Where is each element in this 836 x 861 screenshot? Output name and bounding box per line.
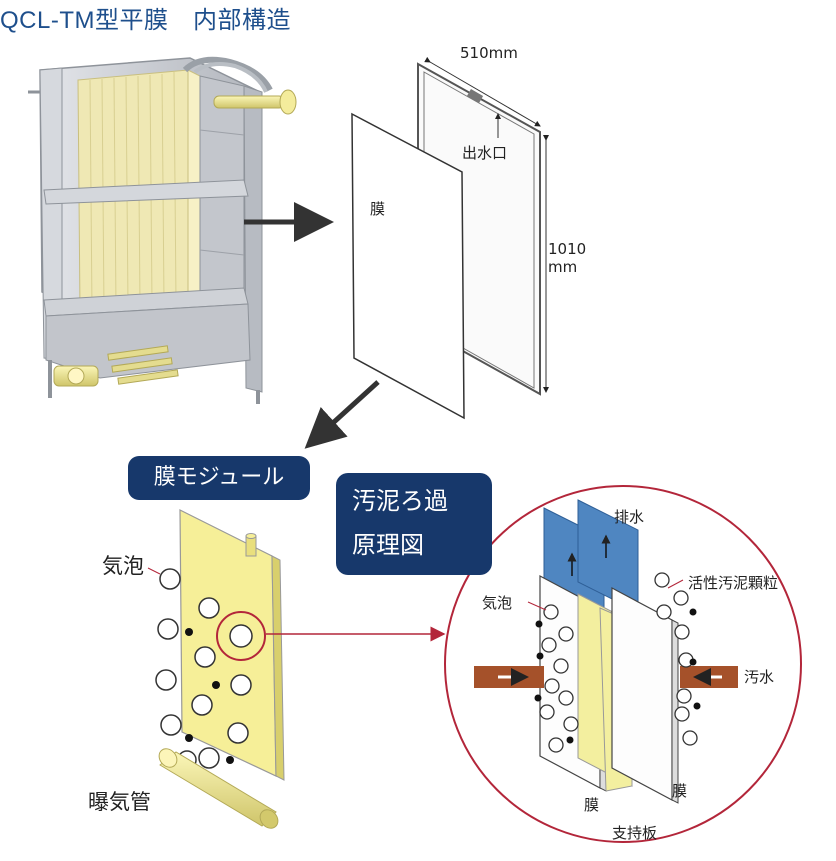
width-dimension-label: 510mm bbox=[460, 44, 518, 62]
membrane-unit-tank bbox=[28, 56, 297, 404]
principle-bubble-label: 気泡 bbox=[482, 594, 513, 612]
height-dimension-label: 1010 bbox=[548, 240, 587, 258]
module-badge: 膜モジュール bbox=[128, 456, 310, 500]
outlet-label: 出水口 bbox=[462, 144, 508, 162]
page-title: QCL-TM型平膜 内部構造 bbox=[0, 7, 291, 34]
arrow-to-module bbox=[304, 380, 380, 449]
principle-badge-line2: 原理図 bbox=[352, 531, 424, 559]
right-membrane-label: 膜 bbox=[672, 782, 688, 800]
bubbles bbox=[155, 568, 253, 770]
principle-badge: 汚泥ろ過 原理図 bbox=[336, 473, 492, 575]
sludge-granule-label: 活性汚泥顆粒 bbox=[688, 574, 779, 592]
height-dimension-unit: mm bbox=[548, 258, 578, 276]
principle-badge-line1: 汚泥ろ過 bbox=[352, 487, 448, 515]
sludge-particles bbox=[185, 628, 234, 764]
membrane-module-illustration bbox=[147, 509, 285, 829]
module-bubble-label: 気泡 bbox=[102, 554, 144, 578]
exploded-membrane-view bbox=[351, 56, 549, 420]
wastewater-label: 汚水 bbox=[744, 668, 775, 686]
filtration-principle-diagram bbox=[444, 485, 802, 843]
drain-label: 排水 bbox=[614, 508, 645, 526]
membrane-sheet-label: 膜 bbox=[370, 200, 386, 218]
aeration-pipe-label: 曝気管 bbox=[88, 790, 151, 814]
aeration-pipe bbox=[158, 748, 279, 829]
left-membrane-label: 膜 bbox=[584, 796, 600, 814]
support-plate-label: 支持板 bbox=[612, 824, 658, 842]
